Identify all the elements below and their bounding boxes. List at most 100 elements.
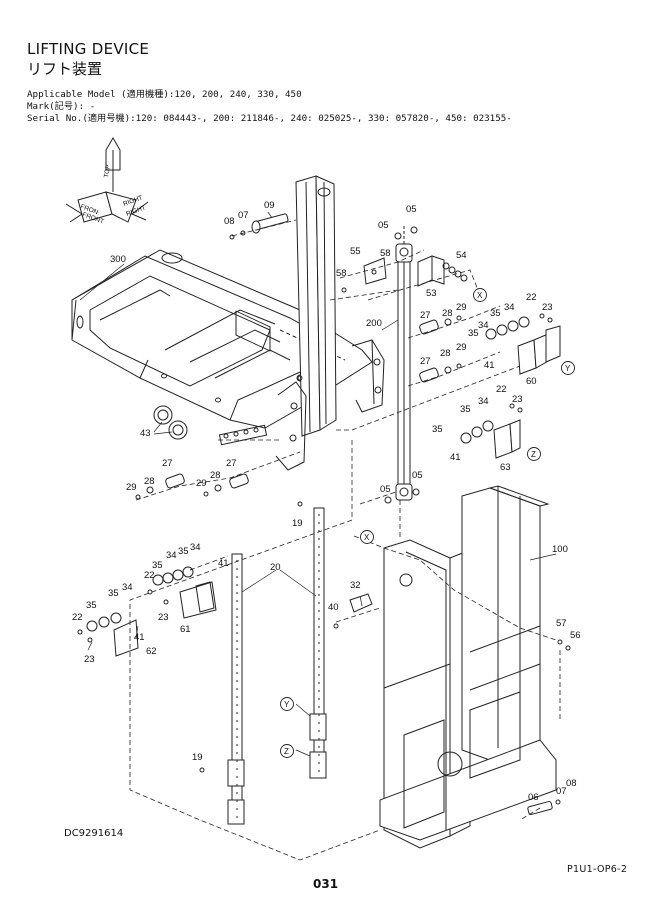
pin-27-left-b: [229, 473, 249, 489]
callout-c57: 57: [556, 618, 567, 629]
plate-assembly-63: [460, 403, 523, 459]
callout-c27d: 27: [226, 458, 237, 469]
callout-c29d: 29: [196, 478, 207, 489]
pin-27-upper: [419, 319, 439, 335]
callout-cXb: X: [364, 533, 370, 542]
callout-c29b: 29: [126, 482, 137, 493]
mark-line: Mark(記号): -: [27, 101, 96, 112]
callout-c35h: 35: [86, 600, 97, 611]
callout-c41b: 41: [450, 452, 461, 463]
callout-c23d: 23: [84, 654, 95, 665]
bracket-61: [152, 566, 217, 619]
callout-c35c: 35: [460, 404, 471, 415]
callout-c23b: 23: [512, 394, 523, 405]
assembly-guide-lines: [129, 219, 561, 861]
callout-c54: 54: [456, 250, 467, 261]
callout-c41a: 41: [484, 360, 495, 371]
guide-rail-20-left: [227, 553, 245, 825]
applicable-model-line: Applicable Model (適用機種):120, 200, 240, 3…: [27, 89, 302, 100]
callout-c41d: 41: [134, 632, 145, 643]
callout-c27b: 27: [420, 356, 431, 367]
callout-c29c: 29: [456, 342, 467, 353]
lower-enclosure-100: [379, 485, 557, 849]
callout-c07b: 07: [556, 786, 567, 797]
pin-27-lower: [419, 367, 439, 383]
callout-c23a: 23: [542, 302, 553, 313]
callout-leader-lines: [79, 211, 557, 757]
callout-c35g: 35: [108, 588, 119, 599]
callout-c22b: 22: [496, 384, 507, 395]
circle-marker-x-top: [473, 288, 487, 302]
callout-c53: 53: [426, 288, 437, 299]
callout-c34f: 34: [122, 582, 133, 593]
callout-c28c: 28: [144, 476, 155, 487]
callout-c34e: 34: [190, 542, 201, 553]
callout-c05c: 05: [380, 484, 391, 495]
callout-c63: 63: [500, 462, 511, 473]
callout-c22d: 22: [72, 612, 83, 623]
circle-marker-z-right: [527, 447, 541, 461]
bracket-55: [363, 257, 387, 285]
callout-c56: 56: [570, 630, 581, 641]
callout-c62: 62: [146, 646, 157, 657]
callout-c05b: 05: [406, 204, 417, 215]
callout-c28b: 28: [440, 348, 451, 359]
callout-cYb: Y: [284, 700, 290, 709]
plate-assembly-60: [485, 313, 561, 375]
callout-c27a: 27: [420, 310, 431, 321]
callout-cYa: Y: [565, 364, 571, 373]
page-number: 031: [313, 877, 339, 891]
callout-c22c: 22: [144, 570, 155, 581]
callout-c19a: 19: [292, 518, 303, 529]
callout-c35b: 35: [468, 328, 479, 339]
base-frame-300: [71, 249, 385, 446]
callout-c35a: 35: [490, 308, 501, 319]
callout-c58b: 58: [336, 268, 347, 279]
orientation-indicator: [65, 137, 149, 223]
callout-c200: 200: [366, 318, 382, 329]
callout-c61: 61: [180, 624, 191, 635]
callout-c60: 60: [526, 376, 537, 387]
drawing-number: DC9291614: [64, 828, 124, 839]
callout-c07a: 07: [238, 210, 249, 221]
mast-column: [275, 175, 337, 471]
reference-code: P1U1-OP6-2: [567, 864, 628, 875]
callout-c43: 43: [140, 428, 151, 439]
callout-c34a: 34: [504, 302, 515, 313]
circle-marker-z-left: [280, 744, 294, 758]
callout-c29a: 29: [456, 302, 467, 313]
callout-c08b: 08: [566, 778, 577, 789]
guide-rail-20-right: [309, 507, 327, 779]
callout-c28a: 28: [442, 308, 453, 319]
bracket-32: [349, 593, 373, 613]
callout-c05a: 05: [378, 220, 389, 231]
callout-c34d: 34: [166, 550, 177, 561]
circle-marker-x-lower: [360, 530, 374, 544]
callout-c34c: 34: [478, 396, 489, 407]
page-title: LIFTING DEVICE: [27, 40, 150, 58]
callout-cXa: X: [477, 291, 483, 300]
callout-c19b: 19: [192, 752, 203, 763]
callout-c40: 40: [328, 602, 339, 613]
ring-43-b: [168, 420, 188, 440]
circle-marker-y-left: [280, 697, 294, 711]
page-title-japanese: リフト装置: [27, 60, 103, 78]
callout-c20: 20: [270, 562, 281, 573]
callout-c55: 55: [350, 246, 361, 257]
callout-c05d: 05: [412, 470, 423, 481]
callout-c32: 32: [350, 580, 361, 591]
callout-c09: 09: [264, 200, 275, 211]
pin-27-left-a: [165, 473, 185, 489]
callout-c28d: 28: [210, 470, 221, 481]
callout-c100: 100: [552, 544, 568, 555]
ring-43-a: [153, 405, 173, 425]
lifting-cylinder-200: [395, 226, 413, 501]
serial-number-line: Serial No.(適用号機):120: 084443-, 200: 2118…: [27, 113, 512, 124]
callout-c34b: 34: [478, 320, 489, 331]
callout-c300: 300: [110, 254, 126, 265]
orientation-top-label: TOP: [103, 164, 112, 178]
callout-cZa: Z: [531, 450, 536, 459]
circle-marker-y-right: [561, 361, 575, 375]
callout-cZb: Z: [284, 747, 289, 756]
